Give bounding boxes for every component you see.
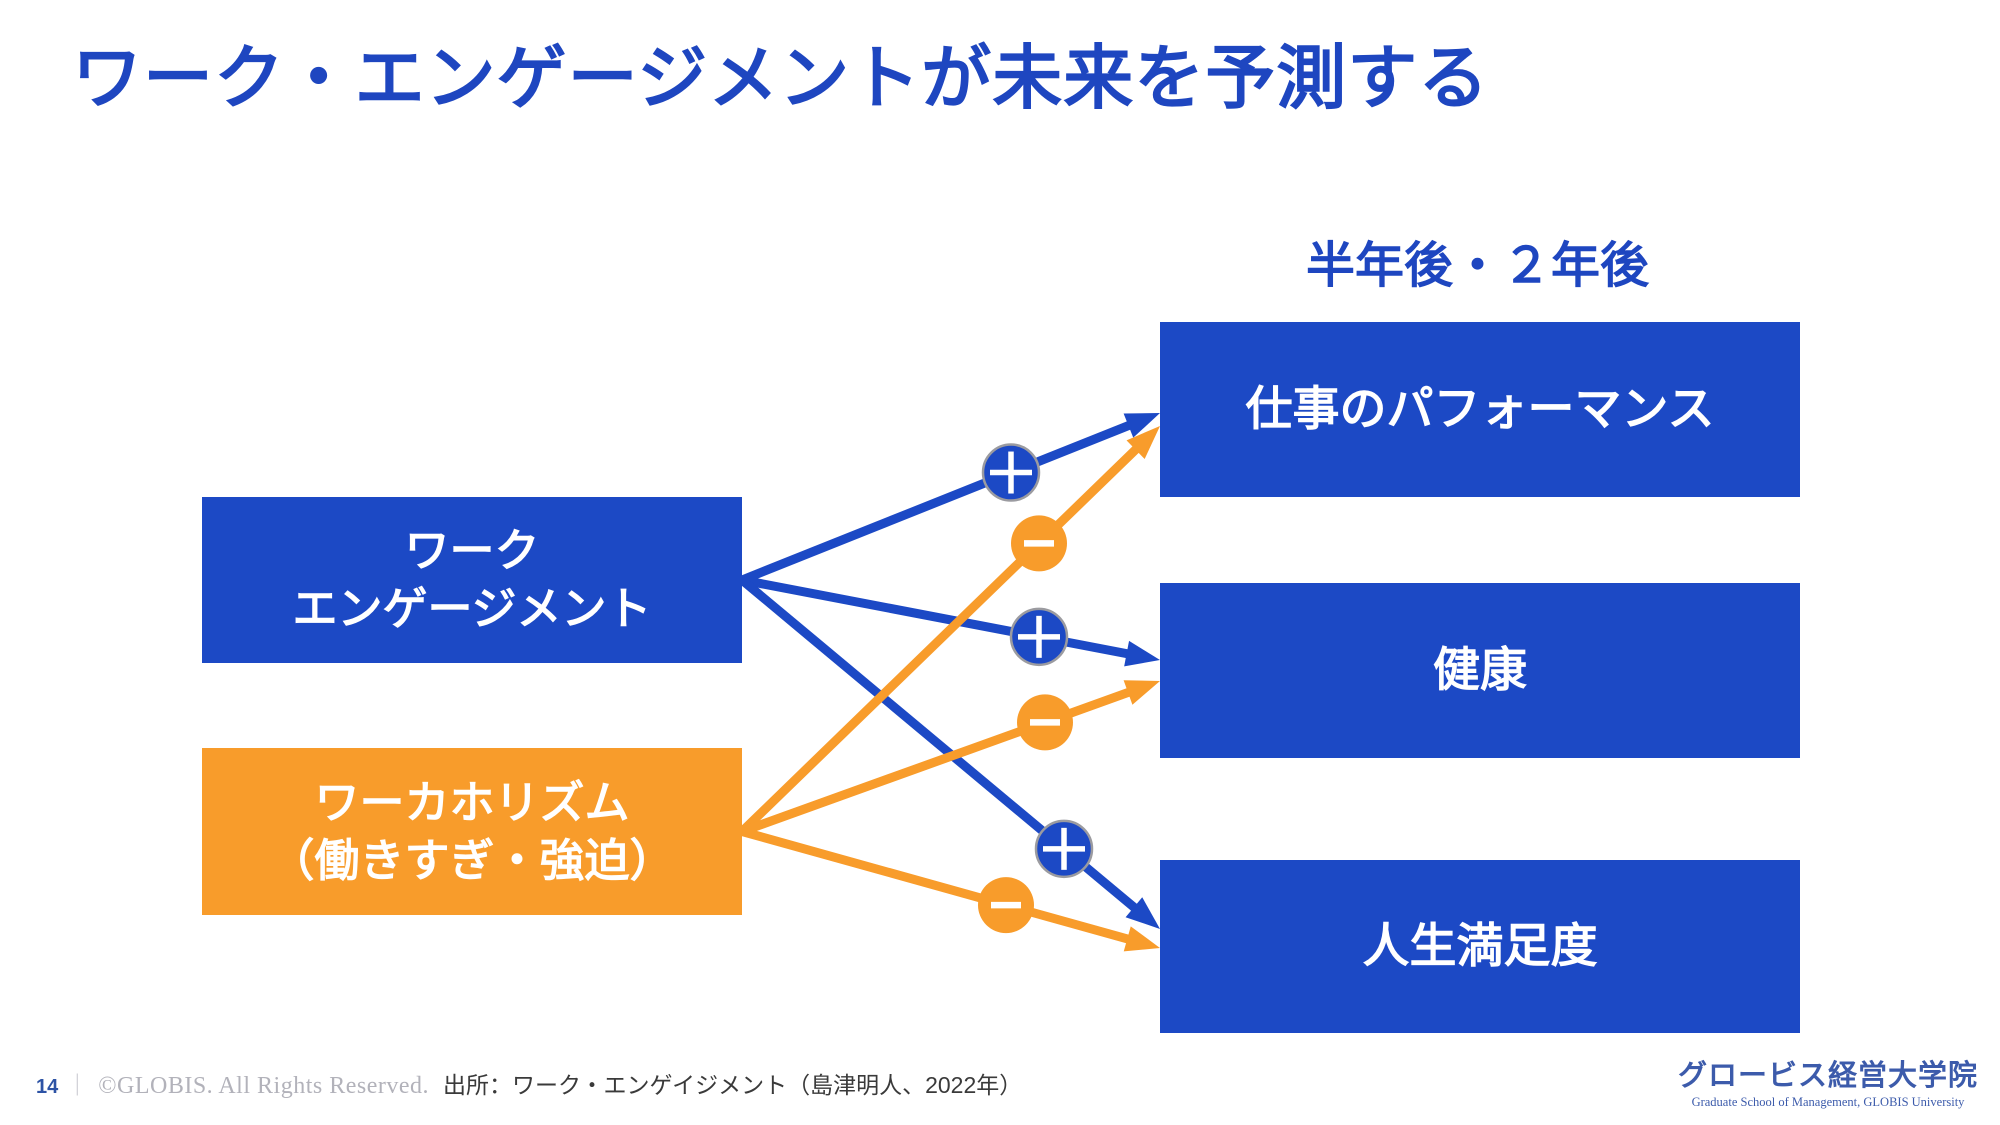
workaholism-label-line1: ワーカホリズム <box>314 776 630 828</box>
connection-work-engagement-life-satisfaction <box>739 576 1160 929</box>
orange-arrowhead-icon <box>1126 426 1160 460</box>
connection-work-engagement-health <box>741 575 1160 667</box>
footer-separator: ｜ <box>66 1073 89 1098</box>
connection-workaholism-health <box>740 680 1160 836</box>
plus-sign-icon <box>1009 607 1069 667</box>
connection-workaholism-life-satisfaction <box>740 827 1160 952</box>
page-number: 14 <box>36 1076 59 1098</box>
timeframe-label: 半年後・２年後 <box>1306 239 1650 293</box>
footer: 14 ｜ ©GLOBIS. All Rights Reserved. 出所：ワー… <box>36 1066 1022 1100</box>
slide-title: ワーク・エンゲージメントが未来を予測する <box>72 39 1490 117</box>
source-citation: 出所：ワーク・エンゲイジメント（島津明人、2022年） <box>443 1072 1023 1098</box>
connection-work-engagement-job-performance <box>740 413 1160 585</box>
connection-workaholism-job-performance <box>738 426 1160 835</box>
plus-sign-icon <box>1034 819 1094 879</box>
box-life-satisfaction: 人生満足度 <box>1160 860 1800 1033</box>
work-engagement-label-line2: エンゲージメント <box>292 583 652 634</box>
globis-logo: グロービス経営大学院 Graduate School of Management… <box>1678 1052 1978 1110</box>
orange-arrowhead-icon <box>1123 680 1160 705</box>
blue-arrowhead-icon <box>1123 413 1160 438</box>
box-health: 健康 <box>1160 583 1800 758</box>
box-workaholism: ワーカホリズム （働きすぎ・強迫） <box>202 748 742 915</box>
minus-sign-icon <box>1017 694 1073 751</box>
box-job-performance: 仕事のパフォーマンス <box>1160 322 1800 497</box>
plus-sign-icon <box>981 443 1041 502</box>
globis-logo-japanese: グロービス経営大学院 <box>1677 1060 1978 1092</box>
minus-sign-icon <box>978 877 1034 934</box>
box-work-engagement: ワーク エンゲージメント <box>202 497 742 663</box>
work-engagement-label-line1: ワーク <box>404 525 540 577</box>
job-performance-label: 仕事のパフォーマンス <box>1245 382 1715 436</box>
globis-logo-english: Graduate School of Management, GLOBIS Un… <box>1691 1095 1965 1109</box>
blue-arrowhead-icon <box>1125 897 1160 929</box>
copyright-text: ©GLOBIS. All Rights Reserved. <box>98 1073 429 1099</box>
orange-arrowhead-icon <box>1123 926 1160 952</box>
workaholism-label-line2: （働きすぎ・強迫） <box>269 834 675 886</box>
blue-arrowhead-icon <box>1124 640 1160 667</box>
minus-sign-icon <box>1011 515 1067 572</box>
life-satisfaction-label: 人生満足度 <box>1362 919 1598 973</box>
health-label: 健康 <box>1433 643 1527 697</box>
